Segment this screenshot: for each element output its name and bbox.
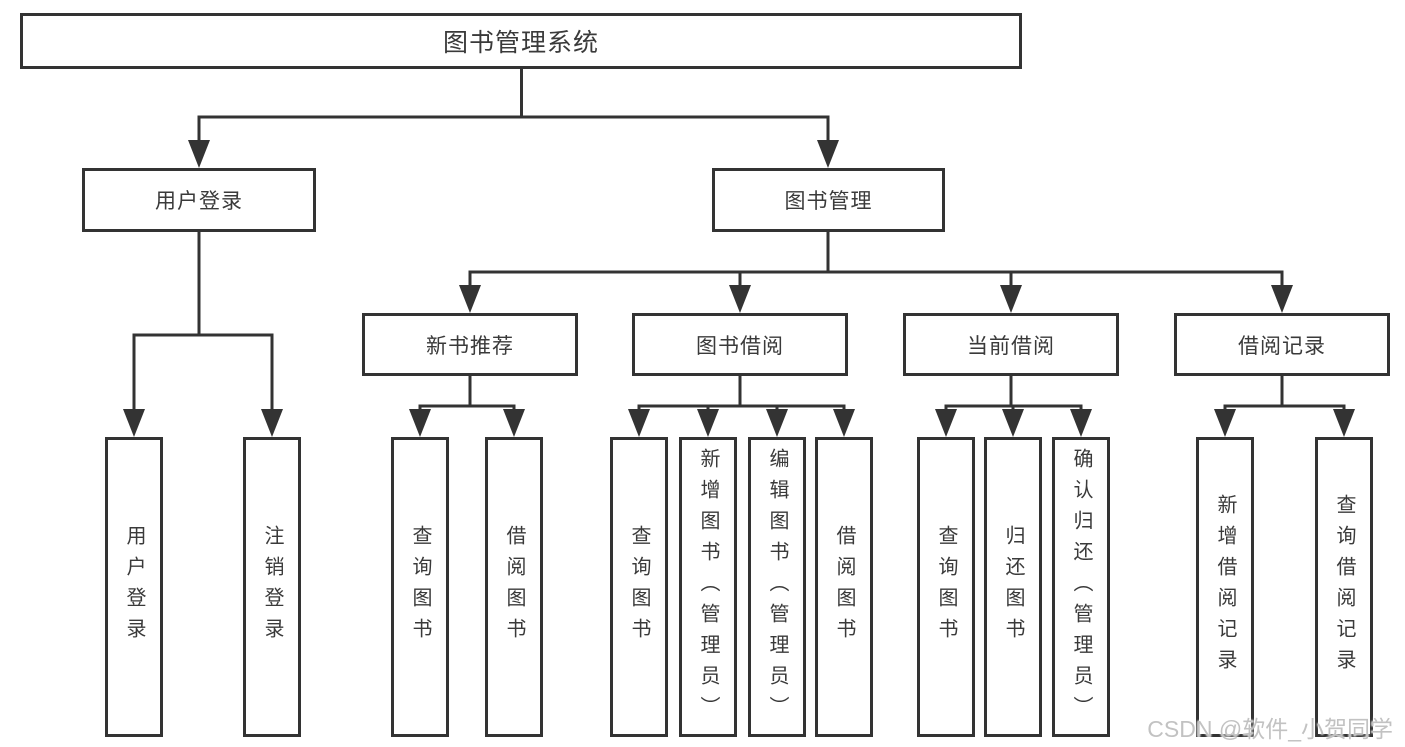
leaf-label: 新增图书（管理员） — [697, 447, 719, 727]
leaf-label: 注销登录 — [261, 525, 283, 649]
leaf-label: 新增借阅记录 — [1214, 494, 1236, 680]
leaf-logout: 注销登录 — [243, 437, 301, 737]
leaf-add-borrow-record: 新增借阅记录 — [1196, 437, 1254, 737]
node-new-book-recommend: 新书推荐 — [362, 313, 578, 376]
leaf-label: 借阅图书 — [503, 525, 525, 649]
leaf-query-borrow-record: 查询借阅记录 — [1315, 437, 1373, 737]
leaf-label: 归还图书 — [1002, 525, 1024, 649]
node-label: 图书管理 — [784, 190, 873, 213]
node-current-borrow: 当前借阅 — [903, 313, 1119, 376]
leaf-query-books-current: 查询图书 — [917, 437, 975, 737]
node-label: 新书推荐 — [426, 334, 514, 358]
leaf-label: 查询借阅记录 — [1333, 494, 1355, 680]
leaf-label: 借阅图书 — [833, 525, 855, 649]
leaf-return-book: 归还图书 — [984, 437, 1042, 737]
leaf-label: 确认归还（管理员） — [1070, 447, 1092, 727]
csdn-watermark: CSDN @软件_小贺同学 — [1147, 716, 1393, 742]
node-label: 图书管理系统 — [442, 29, 599, 57]
node-label: 当前借阅 — [967, 334, 1055, 358]
node-library-management-system: 图书管理系统 — [20, 13, 1022, 69]
leaf-label: 查询图书 — [409, 525, 431, 649]
leaf-edit-book-admin: 编辑图书（管理员） — [748, 437, 806, 737]
node-book-management: 图书管理 — [712, 168, 945, 232]
leaf-borrow-books-recommend: 借阅图书 — [485, 437, 543, 737]
node-user-login: 用户登录 — [82, 168, 316, 232]
leaf-label: 查询图书 — [935, 525, 957, 649]
leaf-query-books-recommend: 查询图书 — [391, 437, 449, 737]
leaf-query-books-borrow: 查询图书 — [610, 437, 668, 737]
leaf-user-login: 用户登录 — [105, 437, 163, 737]
leaf-label: 用户登录 — [123, 525, 145, 649]
node-label: 图书借阅 — [696, 334, 784, 358]
leaf-confirm-return-admin: 确认归还（管理员） — [1052, 437, 1110, 737]
leaf-add-book-admin: 新增图书（管理员） — [679, 437, 737, 737]
leaf-label: 编辑图书（管理员） — [766, 447, 788, 727]
node-book-borrow: 图书借阅 — [632, 313, 848, 376]
node-label: 用户登录 — [155, 190, 243, 213]
leaf-borrow-books: 借阅图书 — [815, 437, 873, 737]
leaf-label: 查询图书 — [628, 525, 650, 649]
node-borrow-records: 借阅记录 — [1174, 313, 1390, 376]
node-label: 借阅记录 — [1238, 334, 1326, 358]
